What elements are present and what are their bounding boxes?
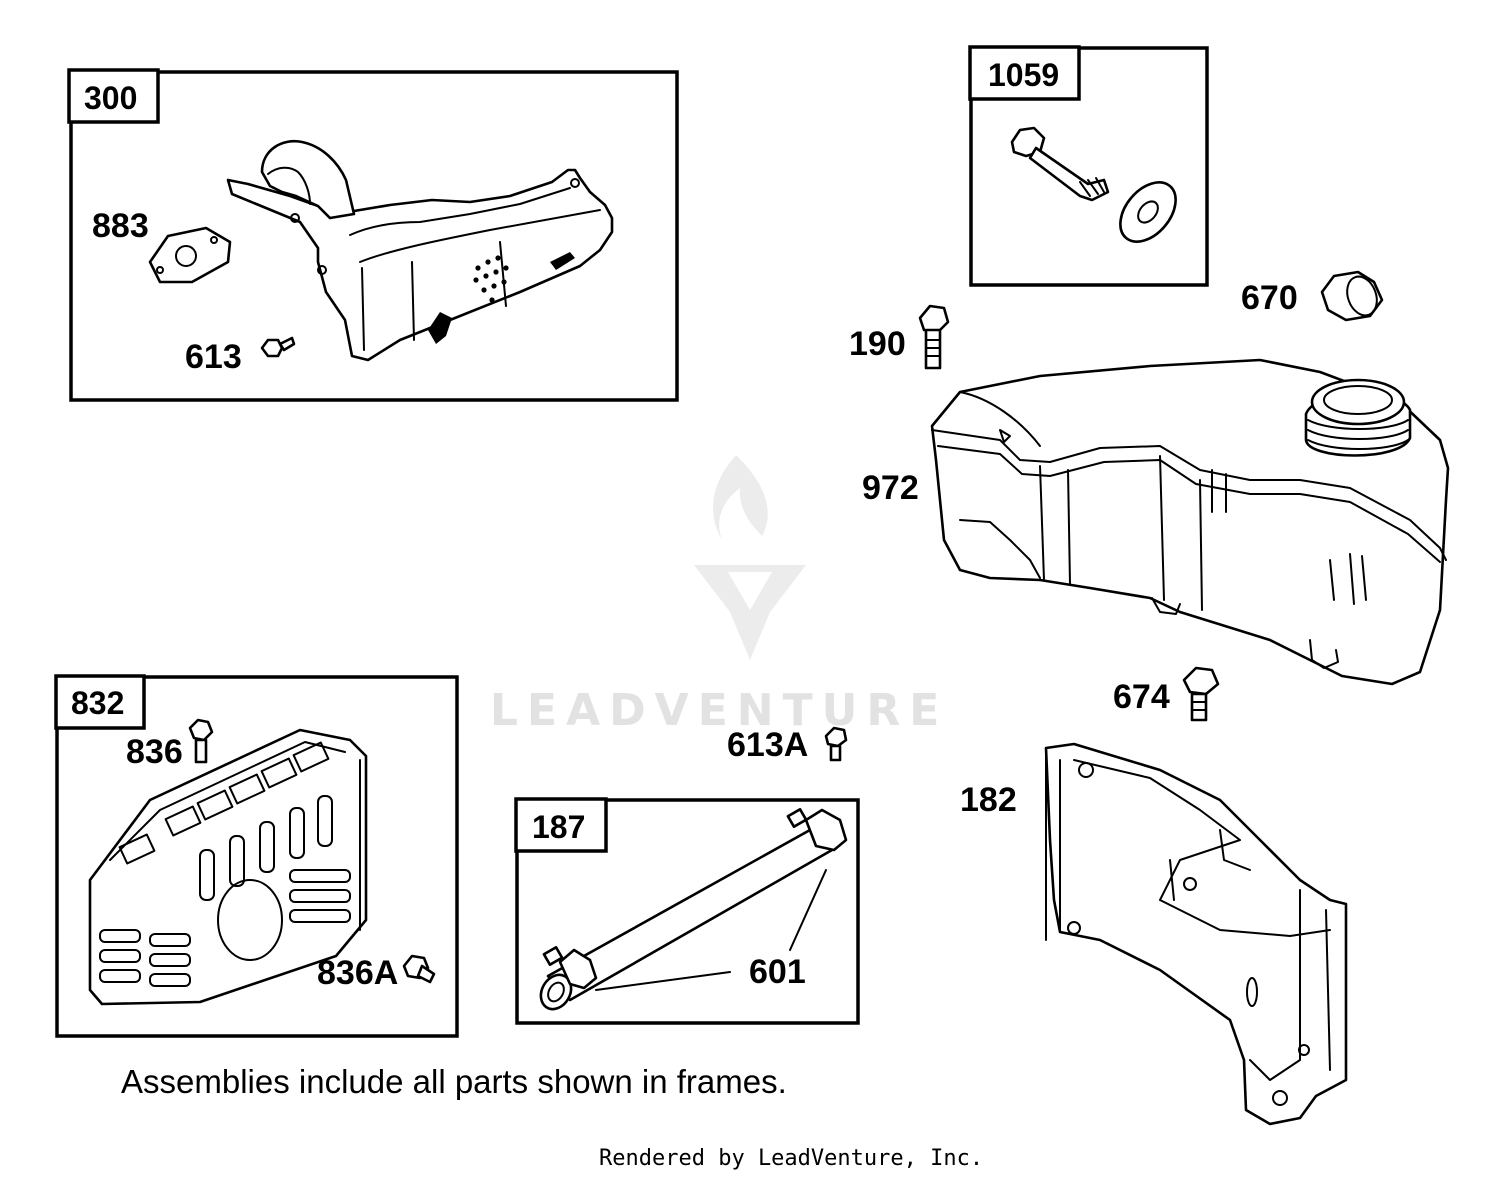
assemblies-note: Assemblies include all parts shown in fr… bbox=[121, 1063, 787, 1100]
label-182: 182 bbox=[960, 781, 1017, 819]
screw-836[interactable] bbox=[188, 718, 214, 764]
bracket-182[interactable] bbox=[1044, 742, 1348, 1126]
watermark-text: LEADVENTURE bbox=[490, 685, 948, 736]
screw-836A[interactable] bbox=[402, 954, 436, 984]
frame-832-number: 832 bbox=[71, 685, 124, 721]
bolt-1059[interactable] bbox=[1010, 126, 1110, 202]
frame-300-number: 300 bbox=[84, 80, 137, 116]
muffler-part[interactable] bbox=[226, 139, 614, 362]
bolt-190[interactable] bbox=[918, 304, 950, 370]
heat-shield-832[interactable] bbox=[88, 728, 368, 1006]
frame-187: 187 bbox=[514, 797, 860, 1025]
bushing-670[interactable] bbox=[1320, 270, 1384, 322]
leadventure-watermark: LEADVENTURE bbox=[490, 455, 948, 736]
label-613: 613 bbox=[185, 338, 242, 376]
label-190: 190 bbox=[849, 325, 906, 363]
label-601: 601 bbox=[749, 953, 806, 991]
bolt-674[interactable] bbox=[1182, 666, 1220, 722]
frame-832: 832 bbox=[54, 674, 459, 1038]
label-674: 674 bbox=[1113, 678, 1170, 716]
gasket-883[interactable] bbox=[148, 226, 232, 284]
label-670: 670 bbox=[1241, 279, 1298, 317]
label-836: 836 bbox=[126, 733, 183, 771]
fuel-tank-972[interactable] bbox=[930, 358, 1450, 686]
label-836A: 836A bbox=[317, 954, 398, 992]
muffler-vent-dots bbox=[473, 255, 509, 303]
screw-613A[interactable] bbox=[824, 726, 848, 762]
screw-613[interactable] bbox=[260, 336, 296, 358]
label-883: 883 bbox=[92, 207, 149, 245]
fuel-hose-187[interactable] bbox=[535, 808, 848, 1014]
washer-1059[interactable] bbox=[1109, 172, 1186, 252]
label-972: 972 bbox=[862, 469, 919, 507]
frame-1059-number: 1059 bbox=[988, 57, 1059, 93]
heat-shield-slots bbox=[99, 741, 351, 987]
frame-187-number: 187 bbox=[532, 809, 585, 845]
render-credit: Rendered by LeadVenture, Inc. bbox=[599, 1146, 983, 1171]
leader-601 bbox=[595, 869, 827, 991]
frame-1059: 1059 bbox=[968, 45, 1209, 287]
frame-300: 300 bbox=[67, 68, 679, 402]
label-613A: 613A bbox=[727, 726, 808, 764]
